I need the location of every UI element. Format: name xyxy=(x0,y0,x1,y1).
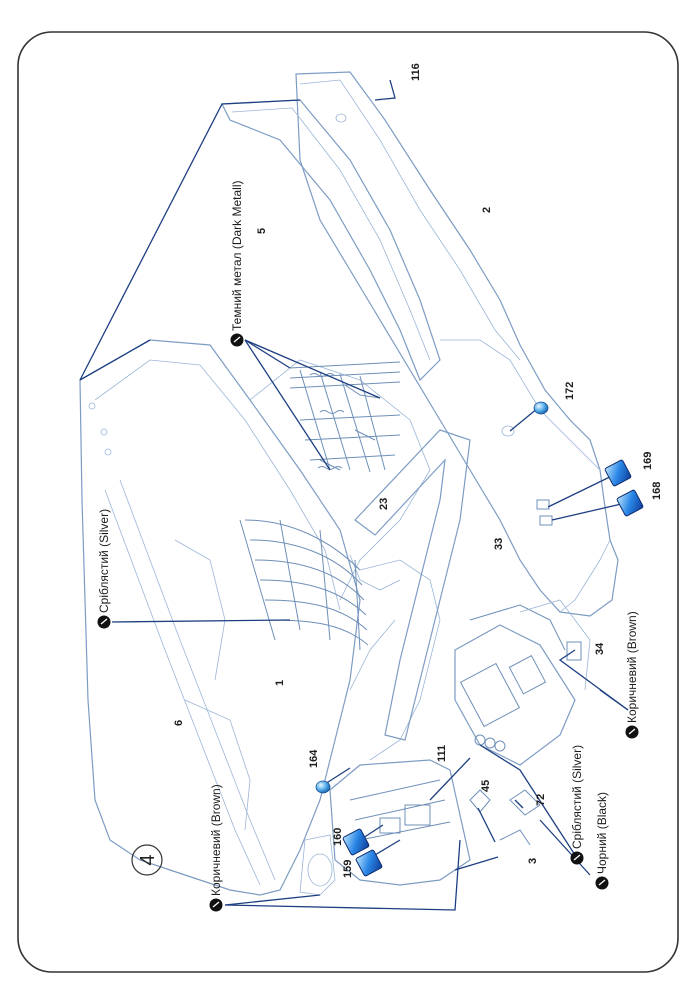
label-159: 159 xyxy=(342,860,354,878)
label-1: 1 xyxy=(274,680,286,686)
callout-brown-right: Коричневий (Brown) xyxy=(625,611,639,739)
label-34: 34 xyxy=(594,642,606,655)
callout-dark-metal: Темний метал (Dark Metall) xyxy=(230,180,244,347)
decal-168 xyxy=(616,489,644,517)
decal-160 xyxy=(342,828,370,856)
label-45: 45 xyxy=(480,780,492,792)
step-circle xyxy=(131,844,163,876)
brown-right-label: Коричневий (Brown) xyxy=(625,611,639,723)
label-172: 172 xyxy=(564,382,576,400)
step-number: 4 xyxy=(137,854,159,865)
decals xyxy=(315,401,644,877)
silver-top-label: Сріблястий (Silver) xyxy=(97,509,111,613)
leader-lines xyxy=(79,79,631,911)
step-marker: 4 xyxy=(131,844,163,876)
decal-172 xyxy=(533,401,549,415)
vent-a xyxy=(536,499,550,510)
hull-drawing xyxy=(79,71,619,896)
callout-silver-top: Сріблястий (Silver) xyxy=(97,509,111,629)
dark-metal-label: Темний метал (Dark Metall) xyxy=(230,180,244,331)
label-6: 6 xyxy=(173,720,185,726)
part-34-piece xyxy=(566,641,582,661)
label-3: 3 xyxy=(527,858,539,864)
engine-assembly xyxy=(454,599,591,766)
callout-silver-bottom: Сріблястий (Silver) xyxy=(570,745,584,865)
decal-159 xyxy=(355,849,383,877)
label-33: 33 xyxy=(493,538,505,550)
brown-left-label: Коричневий (Brown) xyxy=(209,784,223,896)
label-164: 164 xyxy=(308,749,320,768)
frame-structure xyxy=(289,361,401,473)
label-169: 169 xyxy=(642,452,654,470)
silver-bottom-label: Сріблястий (Silver) xyxy=(570,745,584,849)
callout-black: Чорний (Black) xyxy=(595,792,609,890)
vent-b xyxy=(539,515,553,526)
label-111: 111 xyxy=(436,745,448,762)
label-72: 72 xyxy=(535,794,547,806)
stern-fittings xyxy=(349,779,541,846)
decal-164 xyxy=(315,780,331,794)
decal-169 xyxy=(604,459,632,487)
label-168: 168 xyxy=(651,482,663,500)
black-label: Чорний (Black) xyxy=(595,792,609,874)
part-labels: 116 2 5 172 169 168 23 33 34 1 6 111 164… xyxy=(173,63,663,878)
paint-callouts: Темний метал (Dark Metall) Сріблястий (S… xyxy=(97,180,639,912)
label-116: 116 xyxy=(410,63,422,81)
page-frame xyxy=(17,31,679,973)
label-2: 2 xyxy=(481,207,493,213)
label-5: 5 xyxy=(256,228,268,234)
label-160: 160 xyxy=(332,828,344,846)
callout-brown-left: Коричневий (Brown) xyxy=(209,784,223,912)
ribs-part xyxy=(239,519,369,651)
label-23: 23 xyxy=(378,498,390,510)
